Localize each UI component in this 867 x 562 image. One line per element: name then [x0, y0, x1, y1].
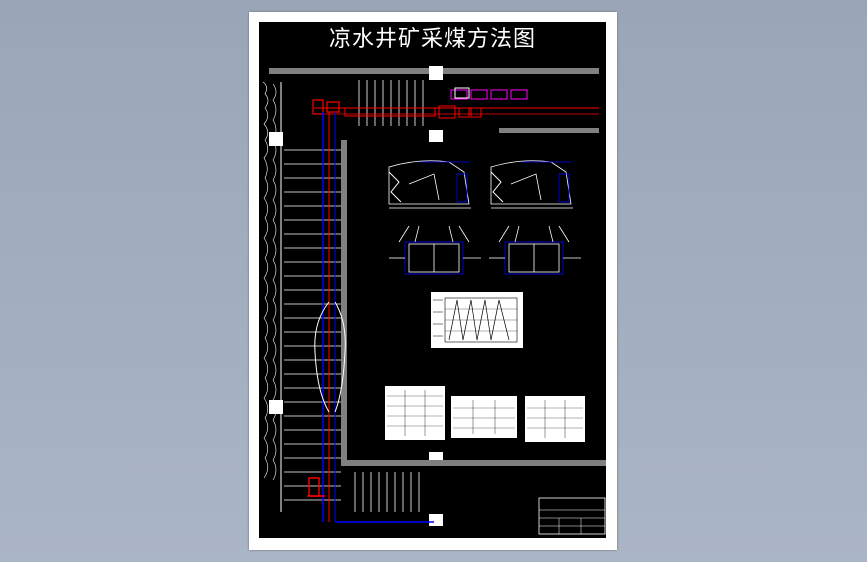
title-block — [538, 497, 606, 535]
data-table-3 — [525, 396, 585, 442]
bottom-roadway — [341, 460, 606, 466]
left-pillar-block-top — [269, 132, 283, 146]
panel-retreat-lines — [284, 149, 341, 501]
support-detail-2 — [489, 225, 581, 275]
top-pillar-block-lower — [429, 130, 443, 142]
data-table-1 — [385, 386, 445, 440]
drawing-title: 凉水井矿采煤方法图 — [328, 27, 536, 52]
ventilation-route-top — [312, 99, 599, 119]
drawing-frame: 凉水井矿采煤方法图 — [259, 22, 606, 538]
top-support-lines — [358, 80, 424, 126]
cross-section-2 — [490, 160, 573, 209]
conveyor-lines — [314, 112, 434, 523]
drawing-sheet: 凉水井矿采煤方法图 — [249, 12, 617, 550]
bottom-pillar-block-lower — [429, 514, 443, 526]
support-detail-1 — [389, 225, 481, 275]
bottom-support-lines — [354, 472, 420, 512]
switch-box — [454, 87, 470, 99]
main-vertical-roadway — [341, 140, 347, 460]
cross-section-1 — [388, 160, 471, 209]
data-table-2 — [451, 396, 517, 438]
top-roadway-lower — [499, 128, 599, 133]
mining-plan-svg — [262, 66, 606, 535]
operation-cycle-chart — [431, 292, 523, 348]
equipment-train — [450, 89, 528, 100]
bottom-red-equipment — [307, 477, 325, 497]
left-pillar-block-bottom — [269, 400, 283, 414]
top-pillar-block — [429, 66, 443, 80]
